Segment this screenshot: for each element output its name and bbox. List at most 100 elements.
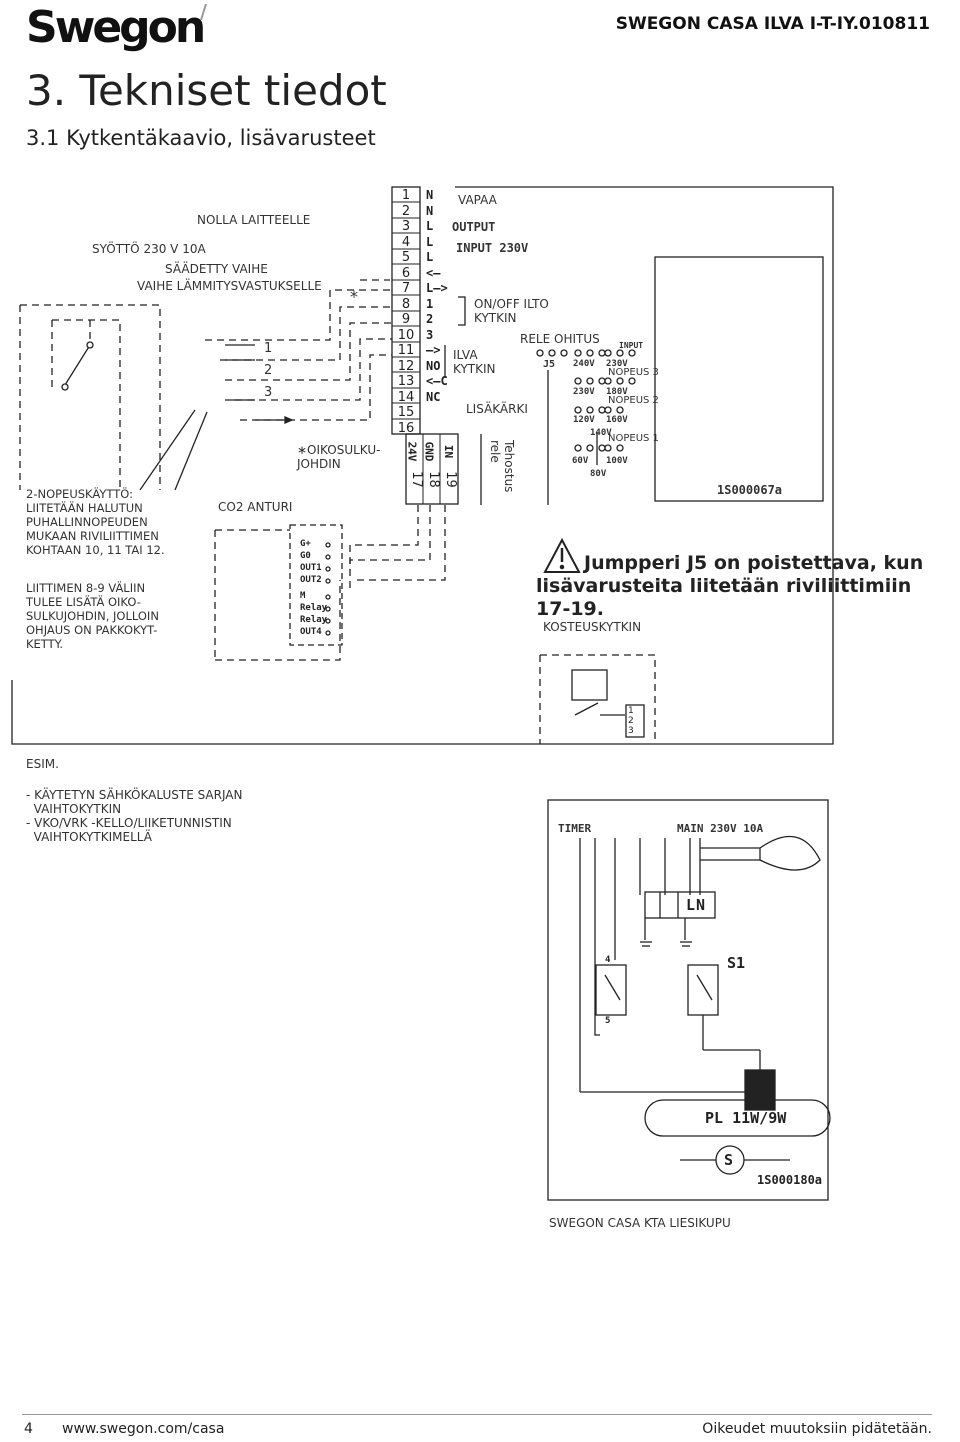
- terminal-16: 16: [397, 420, 415, 436]
- terminal-mark-9: L–>: [426, 281, 448, 295]
- terminal-18: 18: [425, 471, 441, 488]
- voltage-60v: 60V: [572, 456, 589, 466]
- terminal-10: 10: [397, 327, 415, 343]
- humidity-pin: 2: [628, 716, 634, 726]
- terminal-13: 13: [397, 374, 415, 389]
- terminal-4: 4: [401, 234, 411, 250]
- terminal-11: 11: [397, 343, 415, 358]
- terminal-8: 8: [401, 296, 411, 312]
- label-speed-2: NOPEUS 2: [608, 395, 659, 406]
- co2-pin-list: G+ G0 OUT1 OUT2 M Relay Relay OUT4: [300, 538, 327, 638]
- switch-pos-1: 1: [264, 341, 273, 356]
- voltage-100v: 100V: [606, 456, 628, 466]
- label-j5: J5: [543, 359, 556, 370]
- label-relay-bypass: RELE OHITUS: [520, 332, 600, 346]
- terminal-7: 7: [401, 281, 411, 296]
- label-main-supply: MAIN 230V 10A: [677, 822, 764, 835]
- swegon-logo: Swegon: [26, 2, 206, 53]
- label-input-230v: INPUT 230V: [456, 241, 529, 255]
- label-heater-phase: VAIHE LÄMMITYSVASTUKSELLE: [137, 279, 322, 293]
- warning-text: Jumpperi J5 on poistettava, kun lisävaru…: [536, 552, 924, 620]
- terminal-mark-12: 3: [426, 327, 434, 342]
- label-boost-relay: Tehostus rele: [488, 440, 516, 493]
- label-input: INPUT: [619, 341, 644, 350]
- terminal-14: 14: [397, 389, 415, 405]
- section-title: 3.1 Kytkentäkaavio, lisävarusteet: [26, 126, 376, 150]
- label-n: N: [696, 896, 706, 914]
- terminal-mark-4: N: [426, 203, 434, 218]
- co2-pin: OUT2: [300, 575, 322, 585]
- voltage-160v: 160V: [606, 415, 628, 425]
- diagram-caption: SWEGON CASA KTA LIESIKUPU: [549, 1216, 731, 1230]
- humidity-pins: 1 2 3: [628, 706, 634, 736]
- example-line-4: VAIHTOKYTKIMELLÄ: [26, 830, 152, 844]
- terminal-9: 9: [401, 312, 411, 327]
- terminal-mark-13: –>: [426, 343, 441, 357]
- voltage-80v: 80V: [590, 469, 607, 479]
- star-mark: *: [350, 287, 358, 306]
- footer-url[interactable]: www.swegon.com/casa: [62, 1421, 225, 1437]
- co2-pin: OUT4: [300, 627, 322, 637]
- note-terminal-8-9: LIITTIMEN 8-9 VÄLIIN TULEE LISÄTÄ OIKO-S…: [26, 581, 159, 651]
- switch-pos-3: 3: [264, 385, 273, 400]
- label-l: L: [686, 896, 696, 914]
- terminal-mark-7: L: [426, 250, 434, 264]
- label-starter: S: [724, 1151, 734, 1169]
- co2-pin: M: [300, 591, 306, 601]
- example-line-2: VAIHTOKYTKIN: [26, 802, 122, 816]
- example-title: ESIM.: [26, 757, 59, 771]
- page-number: 4: [24, 1421, 33, 1437]
- terminal-marks: N N L L L <– L–> 1 2 3 –> NO <–C NC: [426, 188, 448, 405]
- humidity-pin: 3: [628, 726, 634, 736]
- terminal-mark-15: <–C: [426, 374, 448, 388]
- terminal-3: 3: [401, 219, 411, 234]
- co2-pin: G+: [300, 539, 311, 549]
- label-extra-contact: LISÄKÄRKI: [466, 402, 528, 416]
- label-supply: SYÖTTÖ 230 V 10A: [92, 242, 206, 256]
- co2-pin: OUT1: [300, 563, 322, 573]
- terminal-19: 19: [442, 471, 458, 488]
- diagram-code-2: 1S000180a: [757, 1173, 823, 1187]
- label-s1: S1: [727, 954, 746, 972]
- footer-divider: [22, 1414, 932, 1415]
- label-lamp: PL 11W/9W: [705, 1109, 787, 1127]
- voltage-120v: 120V: [573, 415, 595, 425]
- voltage-140v: 140V: [590, 428, 612, 438]
- label-onoff-switch: ON/OFF ILTO KYTKIN: [474, 297, 549, 325]
- co2-pin: G0: [300, 551, 311, 561]
- terminal-15: 15: [397, 405, 415, 420]
- label-output: OUTPUT: [452, 220, 496, 234]
- label-timer: TIMER: [558, 822, 592, 835]
- label-pin-5: 5: [605, 1016, 611, 1026]
- voltage-230v-b: 230V: [573, 387, 595, 397]
- terminal-mark-10: 1: [426, 296, 434, 311]
- footer-rights: Oikeudet muutoksiin pidätetään.: [702, 1421, 932, 1437]
- label-jumper-wire: ∗OIKOSULKU- JOHDIN: [297, 443, 381, 471]
- voltage-180v: 180V: [606, 387, 628, 397]
- voltage-240v: 240V: [573, 359, 595, 369]
- terminal-5: 5: [401, 250, 411, 265]
- label-speed-1: NOPEUS 1: [608, 433, 659, 444]
- example-line-1: - KÄYTETYN SÄHKÖKALUSTE SARJAN: [26, 788, 243, 802]
- page-title: 3. Tekniset tiedot: [26, 66, 387, 115]
- label-free: VAPAA: [458, 193, 497, 207]
- voltage-230v-a: 230V: [606, 359, 628, 369]
- label-pin-4: 4: [605, 955, 611, 965]
- label-neutral: NOLLA LAITTEELLE: [197, 213, 311, 227]
- terminal-2: 2: [401, 203, 411, 219]
- document-code: SWEGON CASA ILVA I-T-IY.010811: [615, 14, 930, 34]
- terminal-block: 1 2 3 4 5 6 7 8 9 10 11 12 13 14 15 16: [392, 188, 420, 436]
- label-ilva-switch: ILVA KYTKIN: [453, 348, 496, 376]
- terminal-mark-16: NC: [426, 389, 441, 404]
- terminal-mark-11: 2: [426, 312, 434, 326]
- terminal-mark-17: 24V: [405, 441, 419, 462]
- label-humidity-switch: KOSTEUSKYTKIN: [543, 620, 642, 634]
- label-speed-3: NOPEUS 3: [608, 367, 659, 378]
- terminal-mark-19: IN: [442, 444, 456, 459]
- terminal-mark-14: NO: [426, 358, 441, 373]
- terminal-1: 1: [401, 188, 411, 203]
- terminal-mark-18: GND: [422, 441, 436, 462]
- terminal-17: 17: [408, 471, 424, 488]
- terminal-6: 6: [401, 265, 411, 281]
